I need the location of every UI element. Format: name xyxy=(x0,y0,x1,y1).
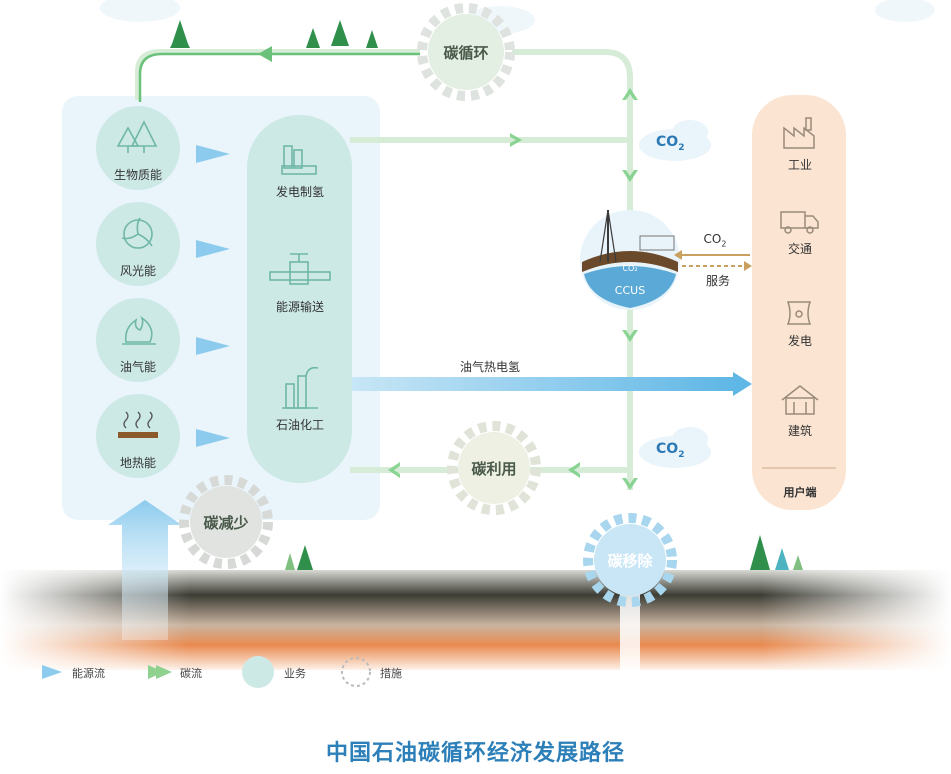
user-label-transport: 交通 xyxy=(787,242,812,256)
ccus-inner-co2: CO₂ xyxy=(622,264,638,273)
energy-to-users-arrow xyxy=(350,372,752,396)
operation-label-energy-transport: 能源输送 xyxy=(275,300,324,314)
source-label-wind-solar: 风光能 xyxy=(119,264,156,278)
energy-flow-arrows xyxy=(196,145,230,447)
user-label-power: 发电 xyxy=(787,334,812,348)
legend-graphics xyxy=(42,656,371,688)
source-label-oil-gas: 油气能 xyxy=(119,360,156,374)
legend-energy-flow: 能源流 xyxy=(72,667,105,680)
operations-pill xyxy=(247,115,352,483)
truck-icon xyxy=(780,211,819,234)
gear-carbon-reduce xyxy=(179,475,273,569)
user-label-industry: 工业 xyxy=(787,158,812,172)
source-circles xyxy=(96,106,180,478)
page-caption: 中国石油碳循环经济发展路径 xyxy=(325,741,625,766)
refinery-icon xyxy=(282,366,319,409)
house-icon xyxy=(781,385,819,415)
co2-cloud-bottom-label: CO2 xyxy=(656,441,685,460)
pipeline-valve-icon xyxy=(269,253,331,285)
co2-cloud-bottom xyxy=(639,427,711,468)
ccus-co2-label: CO2 xyxy=(703,232,727,249)
gear-carbon-cycle xyxy=(417,3,515,101)
background-clouds xyxy=(100,0,935,34)
wind-turbine-icon xyxy=(121,217,153,249)
carbon-removal-well xyxy=(620,590,640,670)
ccus-service-label: 服务 xyxy=(705,274,730,288)
power-plant-icon xyxy=(281,145,317,175)
co2-cloud-top-label: CO2 xyxy=(656,134,685,153)
power-station-icon xyxy=(786,301,812,325)
flame-icon xyxy=(122,315,156,345)
geothermal-up-arrow xyxy=(108,500,182,640)
trees-icon xyxy=(116,120,158,153)
carbon-flow-arrows xyxy=(388,88,638,490)
legend-measure: 措施 xyxy=(380,667,402,680)
ccus-label: CCUS xyxy=(614,284,646,297)
source-label-geothermal: 地热能 xyxy=(119,456,156,470)
operation-label-petrochemical: 石油化工 xyxy=(275,418,324,432)
gear-carbon-utilize xyxy=(447,421,541,515)
legend-carbon-flow: 碳流 xyxy=(180,667,202,680)
user-label-building: 建筑 xyxy=(787,424,812,438)
user-panel-footer: 用户端 xyxy=(783,486,817,499)
measure-label-carbon-reduce: 碳减少 xyxy=(203,514,249,532)
measure-label-carbon-remove: 碳移除 xyxy=(607,552,653,570)
measure-label-carbon-utilize: 碳利用 xyxy=(471,460,517,478)
co2-cloud-top xyxy=(639,120,711,161)
gear-carbon-remove xyxy=(583,513,677,607)
energy-flow-label: 油气热电氢 xyxy=(459,360,520,374)
geothermal-icon xyxy=(118,411,158,438)
legend-business: 业务 xyxy=(284,667,306,680)
operation-label-power-hydrogen: 发电制氢 xyxy=(275,185,324,199)
factory-icon xyxy=(783,117,815,149)
tree-decorations xyxy=(170,20,803,570)
measure-label-carbon-cycle: 碳循环 xyxy=(443,44,489,62)
ccus-facility xyxy=(580,209,680,310)
source-label-biomass: 生物质能 xyxy=(113,168,162,182)
co2-service-exchange xyxy=(674,250,752,271)
